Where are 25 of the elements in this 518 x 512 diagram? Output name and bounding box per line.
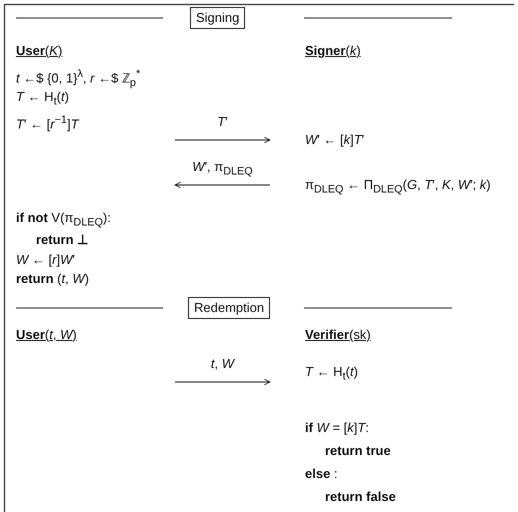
party-header: Signer(k) bbox=[305, 43, 361, 59]
protocol-step: if W = [k]T: bbox=[305, 420, 369, 436]
protocol-step: T ← H$_{t}$(t) bbox=[305, 364, 358, 385]
edge-label: T′ bbox=[216, 114, 229, 130]
protocol-step: return false bbox=[325, 489, 396, 505]
party-header: User(t, W) bbox=[16, 327, 77, 343]
protocol-step: W ← [r]W′ bbox=[16, 252, 75, 268]
protocol-step: T ← H$_{t}$(t) bbox=[16, 89, 69, 110]
message-arrow bbox=[175, 378, 270, 386]
section-label: Signing bbox=[190, 7, 246, 29]
protocol-step: return (t, W) bbox=[16, 271, 89, 287]
edge-label: t, W bbox=[210, 356, 236, 372]
protocol-step: return true bbox=[325, 443, 391, 459]
edge-label: W′, π$_{DLEQ}$ bbox=[191, 159, 254, 180]
protocol-step: return ⊥ bbox=[36, 232, 88, 248]
message-arrow bbox=[175, 136, 270, 144]
message-arrow bbox=[174, 182, 270, 188]
party-header: User(K) bbox=[16, 43, 62, 59]
protocol-step: π$_{DLEQ}$ ← Π$_{DLEQ}$(G, T′, K, W′; k) bbox=[305, 177, 491, 198]
protocol-step: else : bbox=[305, 466, 338, 482]
section-label: Redemption bbox=[188, 297, 270, 319]
protocol-step: W′ ← [k]T′ bbox=[305, 132, 364, 148]
protocol-step: if not V(π$_{DLEQ}$): bbox=[16, 210, 111, 231]
protocol-step: T′ ← [r$^{−1}$]T bbox=[16, 112, 79, 132]
party-header: Verifier(sk) bbox=[305, 327, 371, 343]
